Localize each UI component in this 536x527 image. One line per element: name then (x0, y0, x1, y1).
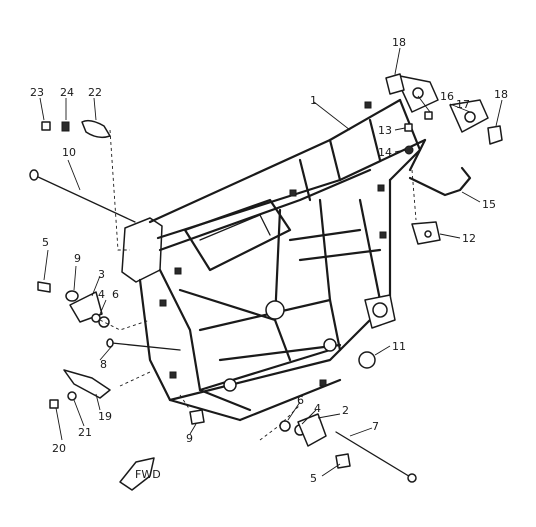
small-bolt-23 (41, 121, 51, 131)
front-arrow-label: FWD (135, 468, 161, 481)
bracket-22 (81, 119, 111, 139)
front-direction-arrow: FWD (119, 457, 161, 491)
nut-9-left (65, 290, 79, 302)
callout-19: 19 (98, 410, 112, 423)
callout-18-left: 18 (392, 36, 406, 49)
nut-9-bottom (189, 409, 205, 425)
callout-8: 8 (100, 358, 107, 371)
bracket-19 (63, 369, 111, 399)
callout-10: 10 (62, 146, 76, 159)
nut-14 (404, 145, 414, 155)
bolt-5-bottom (335, 453, 351, 469)
callout-6-bottom: 6 (297, 394, 304, 407)
leader-lines (39, 47, 503, 477)
callout-17: 17 (456, 98, 470, 111)
callout-1: 1 (310, 94, 317, 107)
washer-6-left (98, 316, 110, 328)
callout-14: 14 (378, 146, 392, 159)
engine-mount-long-bolt (29, 169, 136, 223)
callout-18-right: 18 (494, 88, 508, 101)
callout-16: 16 (440, 90, 454, 103)
bolt-7 (335, 431, 417, 483)
bolt-13 (404, 123, 413, 132)
callout-12: 12 (462, 232, 476, 245)
callout-4-bottom: 4 (314, 402, 321, 415)
bracket-2 (297, 413, 327, 447)
callout-15: 15 (482, 198, 496, 211)
dashed-assembly-lines (99, 129, 417, 441)
callout-3: 3 (98, 268, 105, 281)
bracket-12 (411, 221, 441, 245)
callout-5-bottom: 5 (310, 472, 317, 485)
callout-24: 24 (60, 86, 74, 99)
callout-20: 20 (52, 442, 66, 455)
callout-22: 22 (88, 86, 102, 99)
bolt-20 (49, 399, 59, 409)
washer-6-bottom (279, 420, 291, 432)
callout-6-left: 6 (112, 288, 119, 301)
bolt-5-left (37, 281, 51, 293)
callout-numbers: 1 2 3 4 4 5 5 6 6 7 8 9 9 10 11 12 13 14… (30, 36, 508, 485)
callout-13: 13 (378, 124, 392, 137)
damper-18-left (385, 73, 405, 95)
callout-9-bottom: 9 (186, 432, 193, 445)
callout-5-left: 5 (42, 236, 49, 249)
callout-7: 7 (372, 420, 379, 433)
nut-11 (358, 351, 376, 369)
callout-21: 21 (78, 426, 92, 439)
bolt-16 (424, 111, 433, 120)
washer-21 (67, 391, 77, 401)
callout-2: 2 (342, 404, 349, 417)
bolt-8 (106, 338, 181, 351)
callout-4-left: 4 (98, 288, 105, 301)
callout-9-left: 9 (74, 252, 81, 265)
main-frame (121, 74, 489, 422)
steering-head (121, 217, 163, 283)
nut-24 (61, 121, 70, 132)
grab-bar-15 (408, 166, 472, 197)
callout-11: 11 (392, 340, 406, 353)
callout-23: 23 (30, 86, 44, 99)
damper-18-right (487, 125, 503, 145)
